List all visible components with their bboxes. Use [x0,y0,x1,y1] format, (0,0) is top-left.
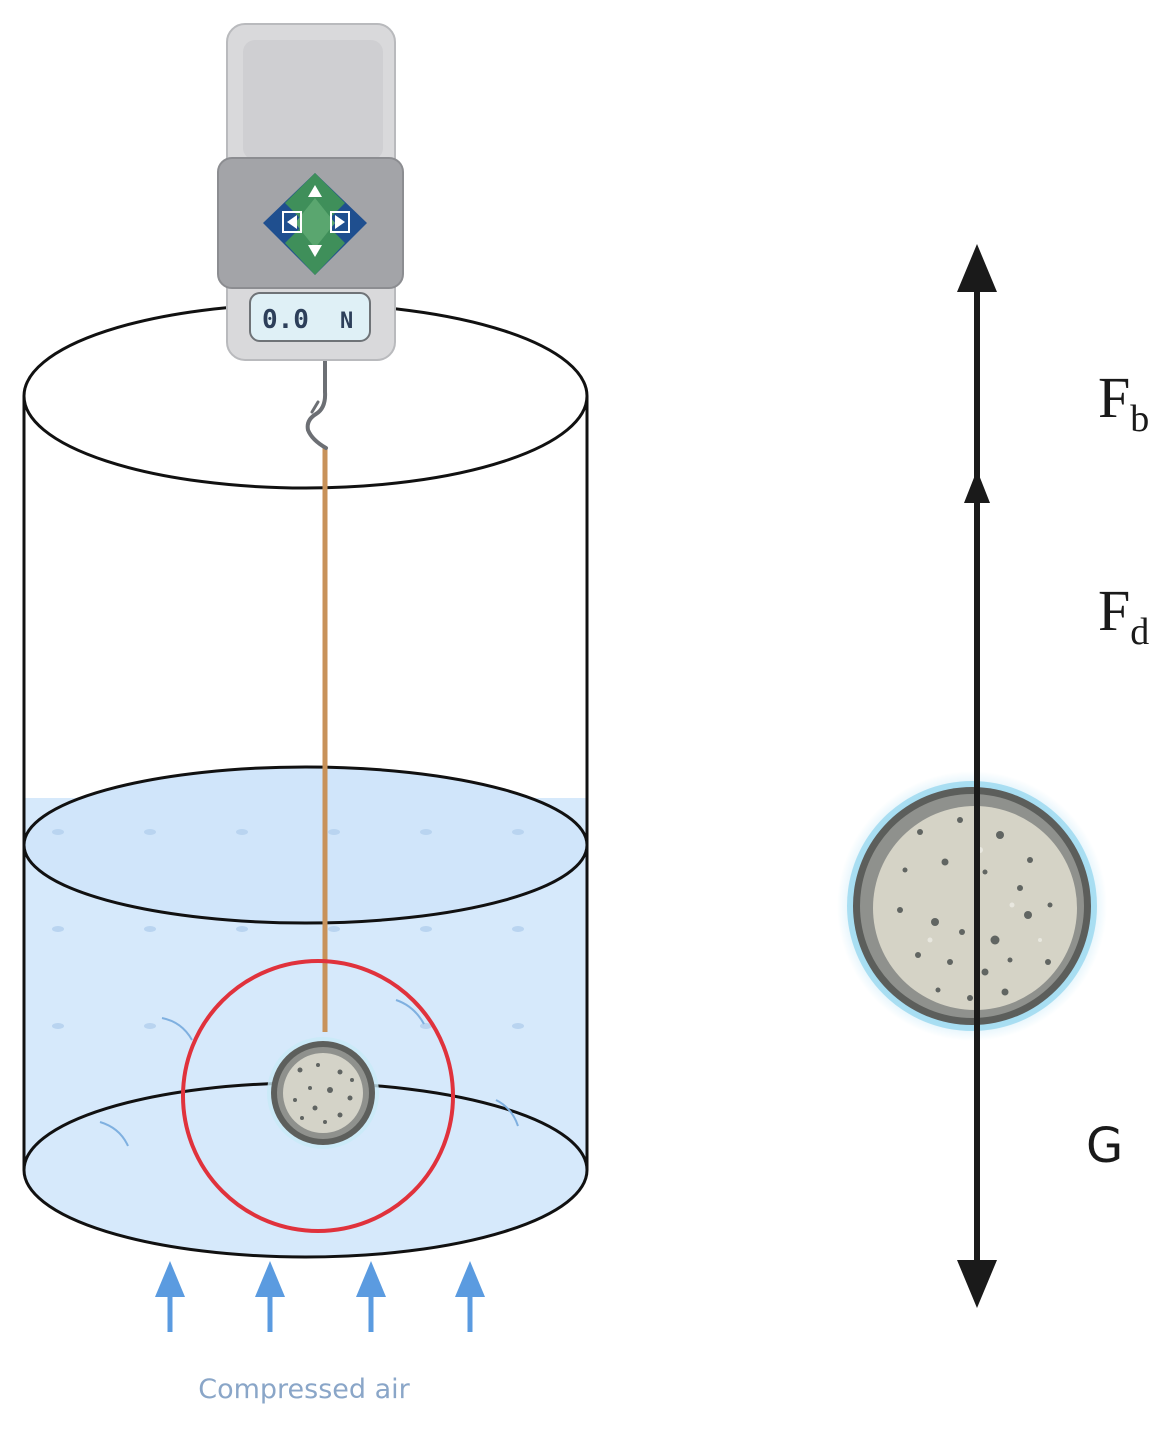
dpad-down-icon [308,245,322,257]
water-tank [22,302,589,1259]
water-surface [22,765,589,925]
drag-symbol: F [1098,578,1130,643]
scale-display [249,292,371,342]
buoyancy-symbol: F [1098,365,1130,430]
drag-label: Fd [1098,578,1149,653]
free-body-diagram: Fb Fd G [837,244,1149,1308]
water-current-arcs [99,999,519,1147]
scale-reading: 0.0 [262,305,309,335]
gravity-label: G [1086,1118,1123,1174]
buoyancy-arrow-icon [957,244,997,292]
dpad-left-icon [287,215,297,229]
particle-large [837,771,1107,1041]
scale-unit: N [340,309,353,334]
drag-arrow-icon [964,470,990,503]
dpad-up-icon [308,185,322,197]
air-arrow-icon [356,1261,386,1332]
air-arrow-icon [155,1261,185,1332]
particle-small [267,1037,379,1149]
spring-scale: 0.0 N [217,23,404,361]
highlight-ring [181,959,455,1233]
water-bubbles [52,829,524,1029]
scale-hook [305,343,328,450]
buoyancy-label: Fb [1098,365,1149,440]
scale-dpad [263,173,367,275]
air-arrows [155,1261,485,1332]
buoyancy-subscript: b [1130,398,1149,440]
drag-subscript: d [1130,611,1149,653]
dpad-right-icon [335,215,345,229]
air-arrow-icon [455,1261,485,1332]
air-label: Compressed air [198,1374,410,1405]
air-arrow-icon [255,1261,285,1332]
gravity-arrow-icon [957,1260,997,1308]
